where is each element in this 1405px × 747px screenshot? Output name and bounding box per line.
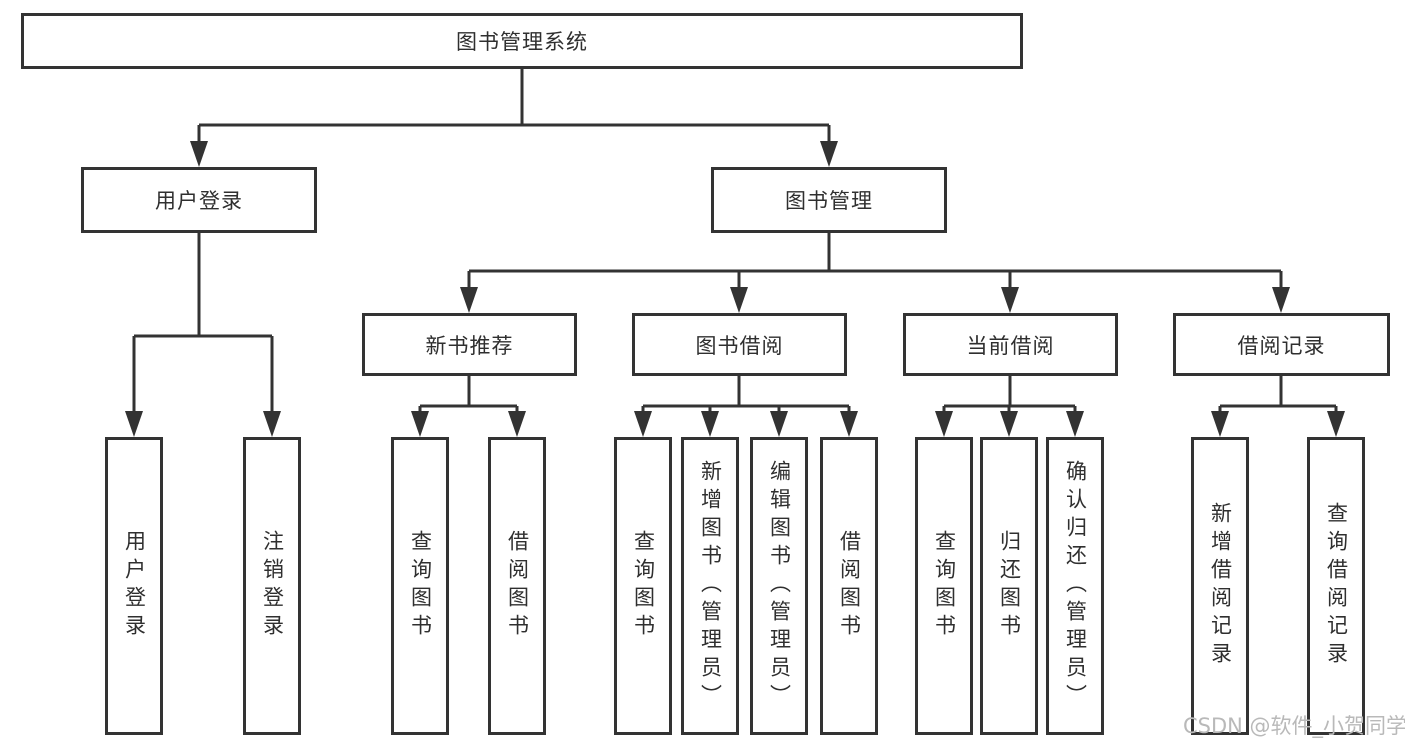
node-label: 查询图书 — [932, 530, 957, 642]
node-label: 注销登录 — [260, 530, 285, 642]
leaf-edit-book-admin: 编辑图书（管理员） — [750, 437, 808, 735]
leaf-query-books-current: 查询图书 — [915, 437, 973, 735]
node-borrowing-records: 借阅记录 — [1173, 313, 1390, 376]
leaf-add-borrow-record: 新增借阅记录 — [1191, 437, 1249, 735]
node-label: 用户登录 — [155, 189, 243, 213]
node-current-borrowing: 当前借阅 — [903, 313, 1118, 376]
node-book-borrowing: 图书借阅 — [632, 313, 847, 376]
node-label: 查询图书 — [408, 530, 433, 642]
node-label: 借阅记录 — [1237, 333, 1326, 358]
node-book-management-system: 图书管理系统 — [21, 13, 1023, 69]
node-label: 新增借阅记录 — [1208, 502, 1233, 670]
node-label: 归还图书 — [997, 530, 1022, 642]
leaf-user-login: 用户登录 — [105, 437, 163, 735]
node-label: 编辑图书（管理员） — [767, 460, 792, 712]
node-label: 图书借阅 — [695, 333, 784, 358]
node-label: 当前借阅 — [966, 333, 1055, 358]
node-label: 新增图书（管理员） — [698, 460, 723, 712]
leaf-query-borrow-record: 查询借阅记录 — [1307, 437, 1365, 735]
node-label: 确认归还（管理员） — [1063, 460, 1088, 712]
leaf-logout: 注销登录 — [243, 437, 301, 735]
leaf-query-books-newbooks: 查询图书 — [391, 437, 449, 735]
node-label: 借阅图书 — [837, 530, 862, 642]
leaf-borrow-books-newbooks: 借阅图书 — [488, 437, 546, 735]
node-label: 查询借阅记录 — [1324, 502, 1349, 670]
leaf-query-books-borrowing: 查询图书 — [614, 437, 672, 735]
node-label: 查询图书 — [631, 530, 656, 642]
node-label: 借阅图书 — [505, 530, 530, 642]
node-user-login: 用户登录 — [81, 167, 317, 233]
node-label: 用户登录 — [122, 530, 147, 642]
node-label: 新书推荐 — [425, 333, 514, 358]
watermark: CSDN @软件_小贺同学 — [1183, 714, 1405, 738]
node-label: 图书管理系统 — [456, 30, 588, 54]
leaf-confirm-return-admin: 确认归还（管理员） — [1046, 437, 1104, 735]
node-label: 图书管理 — [785, 189, 873, 213]
node-book-management: 图书管理 — [711, 167, 947, 233]
leaf-borrow-books-borrowing: 借阅图书 — [820, 437, 878, 735]
leaf-add-book-admin: 新增图书（管理员） — [681, 437, 739, 735]
node-new-book-recommendation: 新书推荐 — [362, 313, 577, 376]
leaf-return-books: 归还图书 — [980, 437, 1038, 735]
